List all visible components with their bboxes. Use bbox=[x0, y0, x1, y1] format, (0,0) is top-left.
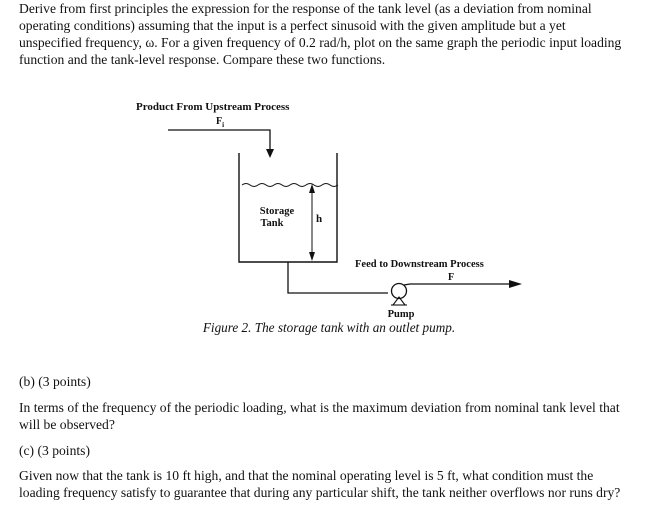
level-arrow-top bbox=[309, 184, 315, 193]
liquid-surface bbox=[241, 183, 339, 187]
tank-label-line1: Storage bbox=[260, 206, 295, 217]
inlet-arrowhead bbox=[266, 149, 274, 158]
inlet-pipe bbox=[168, 129, 271, 150]
pump-discharge bbox=[403, 283, 411, 286]
inlet-label: Product From Upstream Process bbox=[136, 101, 290, 113]
outlet-pipe bbox=[287, 262, 388, 294]
part-b-question: In terms of the frequency of the periodi… bbox=[19, 400, 620, 432]
part-b-heading: (b) (3 points) bbox=[19, 374, 91, 389]
part-c-question: Given now that the tank is 10 ft high, a… bbox=[19, 468, 621, 500]
pump-label: Pump bbox=[388, 309, 415, 320]
outlet-arrowhead bbox=[509, 280, 522, 288]
inlet-flow-symbol: Fi bbox=[216, 116, 224, 129]
level-arrow-bottom bbox=[309, 252, 315, 261]
pump-base bbox=[392, 296, 406, 306]
part-c-heading: (c) (3 points) bbox=[19, 443, 90, 458]
outlet-label: Feed to Downstream Process bbox=[355, 259, 484, 270]
problem-intro: Derive from first principles the express… bbox=[19, 1, 622, 67]
storage-tank-diagram: Product From Upstream Process Fi h Stora… bbox=[136, 101, 522, 320]
figure-caption: Figure 2. The storage tank with an outle… bbox=[202, 320, 456, 335]
inlet-flow-letter: F bbox=[216, 116, 222, 127]
outlet-flow-symbol: F bbox=[448, 272, 454, 283]
inlet-flow-subscript: i bbox=[222, 121, 224, 129]
level-symbol: h bbox=[316, 213, 322, 225]
pump-icon bbox=[390, 282, 408, 300]
tank-label-line2: Tank bbox=[261, 218, 284, 229]
